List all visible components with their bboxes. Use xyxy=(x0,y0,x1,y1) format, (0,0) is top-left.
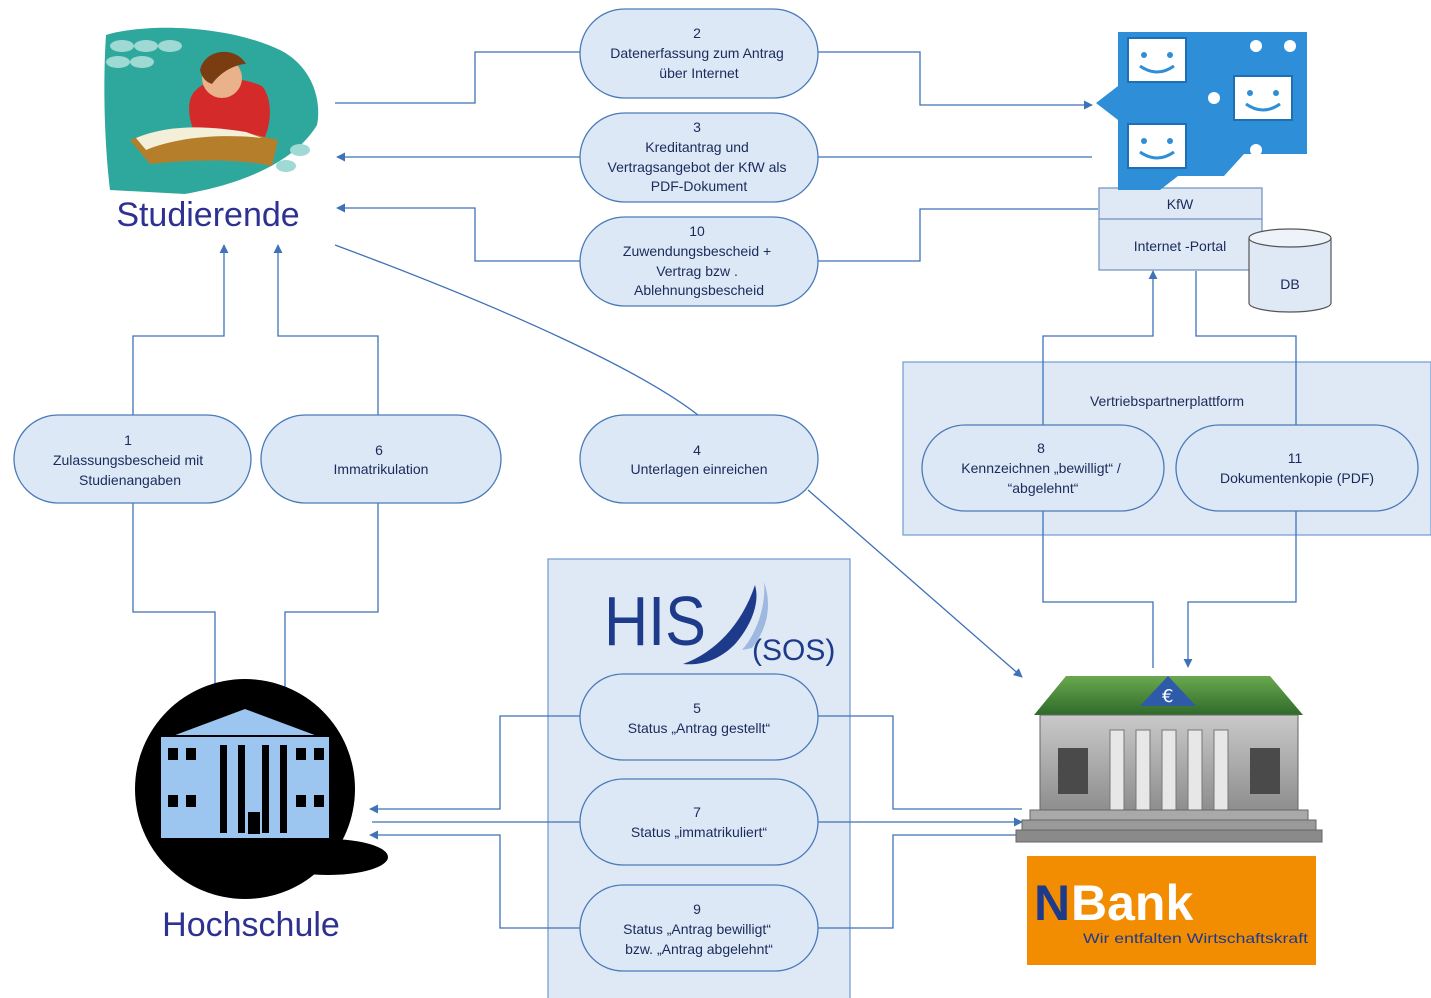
step-text: Immatrikulation xyxy=(334,461,429,477)
svg-text:6 Immatrikulation: 6 Immatrikulation xyxy=(334,442,429,477)
step-text: Status „immatrikuliert“ xyxy=(631,824,767,840)
step-text: Ablehnungsbescheid xyxy=(634,282,764,298)
connector-9-in xyxy=(818,834,1022,929)
step-11-pill: 11 Dokumentenkopie (PDF) xyxy=(1175,424,1419,512)
step-number: 1 xyxy=(124,432,132,448)
svg-text:10 Zuwendungsbescheid +: 10 Zuwendungsbescheid + Vertrag bzw . Ab… xyxy=(623,223,775,298)
connector-8-out xyxy=(1042,270,1158,425)
studierende-label: Studierende xyxy=(116,196,299,234)
portal-label: Internet -Portal xyxy=(1134,238,1227,254)
step-text: Zulassungsbescheid mit xyxy=(53,452,203,468)
step-6-pill: 6 Immatrikulation xyxy=(260,414,502,504)
step-number: 3 xyxy=(693,119,701,135)
svg-text:11 Dokumentenkopie (PDF: 11 Dokumentenkopie (PDF) xyxy=(1220,450,1374,486)
step-text: bzw. „Antrag abgelehnt“ xyxy=(625,941,773,957)
hochschule-label: Hochschule xyxy=(162,906,340,944)
step-text: Vertrag bzw . xyxy=(656,263,738,279)
step-3-pill: 3 Kreditantrag und Vertragsangebot der K… xyxy=(579,112,819,203)
connector-11-out xyxy=(1183,510,1297,668)
step-text: Zuwendungsbescheid + xyxy=(623,243,771,259)
platform-label: Vertriebspartnerplattform xyxy=(1090,393,1244,409)
step-text: Status „Antrag gestellt“ xyxy=(628,720,771,736)
connector-1-out xyxy=(132,244,229,415)
step-text: über Internet xyxy=(659,65,738,81)
connector-8-in xyxy=(1042,510,1154,668)
connector-11-in xyxy=(1195,271,1297,425)
svg-text:9 Status „Antrag bewilli: 9 Status „Antrag bewilligt“ bzw. „Antrag… xyxy=(623,901,775,957)
university-building-icon xyxy=(135,679,388,899)
step-text: Unterlagen einreichen xyxy=(631,461,768,477)
connector-10-in xyxy=(818,208,1098,262)
connector-2-out xyxy=(818,51,1093,110)
his-swoosh-icon xyxy=(683,585,757,665)
connector-6-in xyxy=(284,497,379,692)
step-number: 10 xyxy=(689,223,705,239)
connectors xyxy=(132,51,1297,929)
step-9-pill: 9 Status „Antrag bewilligt“ bzw. „Antrag… xyxy=(579,884,819,972)
step-7-pill: 7 Status „immatrikuliert“ xyxy=(579,778,819,866)
step-text: Kreditantrag und xyxy=(645,139,749,155)
step-10-pill: 10 Zuwendungsbescheid + Vertrag bzw . Ab… xyxy=(579,216,819,307)
bank-building-icon: € xyxy=(1015,676,1323,843)
nbank-logo-text: Bank xyxy=(1071,875,1193,931)
step-text: Studienangaben xyxy=(79,472,181,488)
his-logo: HIS (SOS) xyxy=(604,582,835,667)
his-sos-label: (SOS) xyxy=(752,634,835,667)
connector-4-out xyxy=(807,489,1023,678)
svg-text:2 Datenerfassung zum Ant: 2 Datenerfassung zum Antrag über Interne… xyxy=(610,25,787,81)
step-number: 7 xyxy=(693,804,701,820)
kfw-title: KfW xyxy=(1167,196,1194,212)
step-text: Status „Antrag bewilligt“ xyxy=(623,921,771,937)
step-text: Kennzeichnen „bewilligt“ / xyxy=(961,460,1121,476)
step-text: “abgelehnt“ xyxy=(1008,480,1079,496)
step-number: 4 xyxy=(693,442,701,458)
step-number: 2 xyxy=(693,25,701,41)
step-number: 11 xyxy=(1288,450,1303,466)
step-number: 6 xyxy=(375,442,383,458)
connector-4-in xyxy=(334,244,699,416)
step-number: 9 xyxy=(693,901,701,917)
svg-text:3 Kreditantrag und: 3 Kreditantrag und Vertragsangebot der K… xyxy=(608,119,791,194)
svg-text:4 Unterlagen einreichen: 4 Unterlagen einreichen xyxy=(631,442,768,477)
step-1-pill: 1 Zulassungsbescheid mit Studienangaben xyxy=(13,414,252,504)
db-label: DB xyxy=(1280,276,1299,292)
step-text: Dokumentenkopie (PDF) xyxy=(1220,470,1374,486)
step-8-pill: 8 Kennzeichnen „bewilligt“ / “abgelehnt“ xyxy=(921,424,1165,512)
database-icon: DB xyxy=(1248,228,1332,313)
svg-text:7 Status „immatrikuliert: 7 Status „immatrikuliert“ xyxy=(631,804,767,840)
nbank-logo-n: N xyxy=(1034,875,1070,931)
connector-5-in xyxy=(818,715,1022,810)
step-4-pill: 4 Unterlagen einreichen xyxy=(579,414,819,504)
step-text: Vertragsangebot der KfW als xyxy=(608,159,787,175)
nbank-slogan: Wir entfalten Wirtschaftskraft xyxy=(1083,930,1308,946)
step-2-pill: 2 Datenerfassung zum Antrag über Interne… xyxy=(579,8,819,99)
connector-1-in xyxy=(132,497,216,692)
step-5-pill: 5 Status „Antrag gestellt“ xyxy=(579,673,819,761)
svg-text:8 Kennzeichnen „bewillig: 8 Kennzeichnen „bewilligt“ / “abgelehnt“ xyxy=(961,440,1124,496)
step-number: 8 xyxy=(1037,440,1045,456)
connector-9-out xyxy=(369,830,580,929)
svg-text:5 Status „Antrag gestell: 5 Status „Antrag gestellt“ xyxy=(628,700,771,736)
student-icon xyxy=(104,27,319,194)
nbank-logo: N Bank Wir entfalten Wirtschaftskraft xyxy=(1027,856,1316,965)
step-text: Datenerfassung zum Antrag xyxy=(610,45,784,61)
svg-text:€: € xyxy=(1162,686,1173,707)
step-number: 5 xyxy=(693,700,701,716)
his-logo-text: HIS xyxy=(604,582,706,660)
connector-2-in xyxy=(335,51,580,104)
connector-10-out xyxy=(336,203,580,262)
connector-5-out xyxy=(369,715,580,814)
step-text: PDF-Dokument xyxy=(651,178,748,194)
kfw-portal: KfW Internet -Portal xyxy=(1098,187,1263,271)
connector-6-out xyxy=(273,244,379,415)
svg-text:1 Zulassungsbescheid mit: 1 Zulassungsbescheid mit Studienangaben xyxy=(53,432,207,488)
kfw-network-icon xyxy=(1096,32,1307,190)
